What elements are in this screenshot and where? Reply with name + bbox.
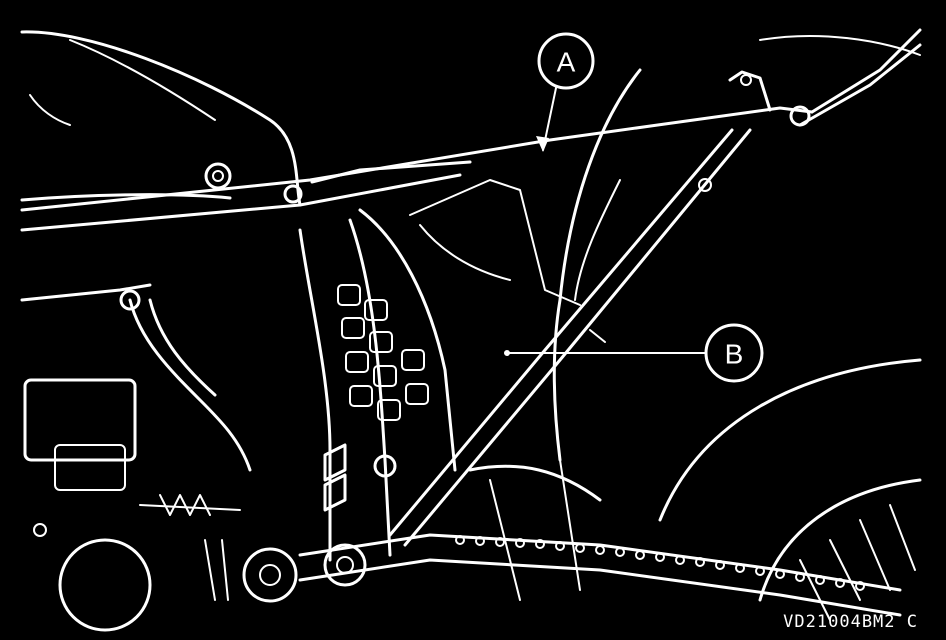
- subframe-diagonal-strut: [388, 128, 752, 547]
- callout-a: A: [536, 32, 595, 152]
- callout-b-label: B: [725, 339, 744, 370]
- figure-code: VD21004BM2 C: [783, 612, 918, 632]
- main-frame-spar: [298, 208, 457, 587]
- drive-chain: [298, 533, 902, 617]
- rear-wheel: [658, 358, 922, 621]
- upper-frame-member: [20, 28, 922, 232]
- rear-fender: [552, 35, 921, 462]
- engine-assembly: [20, 283, 298, 632]
- callout-a-label: A: [557, 47, 576, 78]
- swingarm: [468, 459, 602, 601]
- side-cover-panel: [20, 30, 302, 207]
- callout-b: B: [506, 323, 764, 383]
